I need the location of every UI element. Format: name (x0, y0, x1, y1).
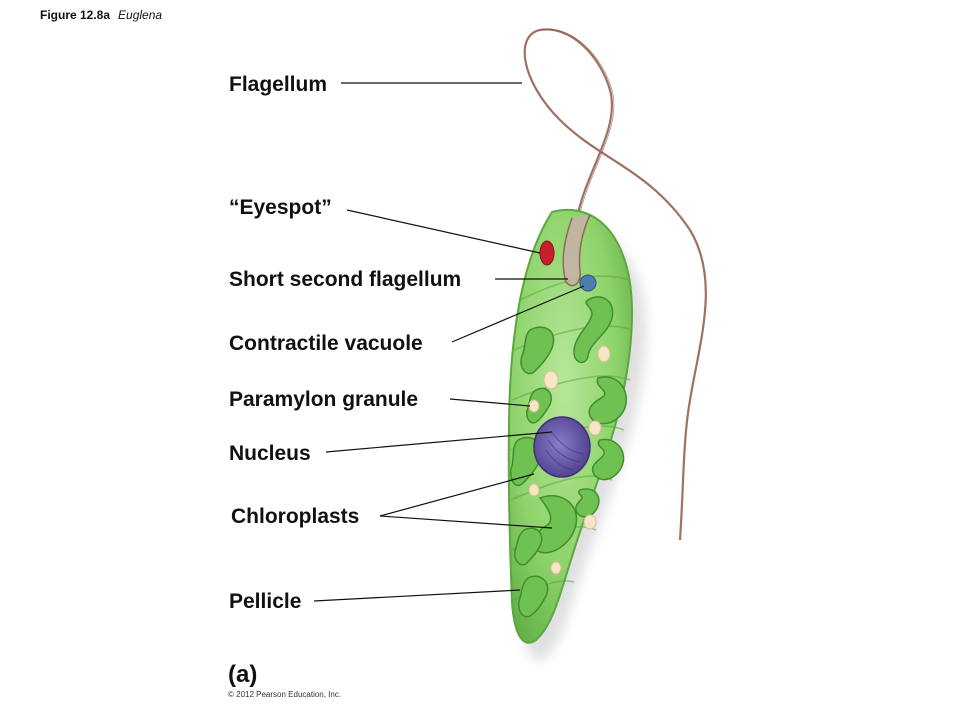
chloroplast (588, 376, 627, 425)
figure-number: Figure 12.8a (40, 8, 111, 22)
paramylon-granule (543, 370, 559, 390)
eyespot-shape (539, 240, 555, 266)
paramylon-granule (528, 483, 540, 497)
label-pellicle: Pellicle (229, 590, 302, 613)
chloroplast (514, 527, 543, 566)
label-short-second-flagellum: Short second flagellum (229, 268, 462, 291)
chloroplast (520, 326, 555, 375)
leader-contractile-vacuole (451, 285, 585, 343)
label-eyespot: “Eyespot” (229, 196, 332, 219)
chloroplast (575, 488, 600, 518)
leader-nucleus (325, 431, 553, 453)
paramylon-granule (597, 345, 611, 363)
copyright-notice: © 2012 Pearson Education, Inc. (228, 690, 342, 699)
contractile-vacuole-shape (579, 274, 597, 292)
chloroplast (573, 296, 614, 364)
panel-label: (a) (228, 661, 258, 688)
label-paramylon-granule: Paramylon granule (229, 388, 419, 411)
figure-title: Euglena (118, 8, 163, 22)
reservoir (562, 214, 591, 287)
paramylon-granule (550, 561, 562, 575)
nucleus-shape (533, 416, 591, 478)
paramylon-granule (588, 420, 602, 436)
paramylon-granule (528, 399, 540, 413)
label-chloroplasts: Chloroplasts (231, 505, 360, 528)
label-contractile-vacuole: Contractile vacuole (229, 332, 423, 355)
paramylon-granules (528, 345, 611, 575)
chloroplast (532, 495, 578, 554)
label-nucleus: Nucleus (229, 442, 311, 465)
leader-eyespot (346, 209, 541, 254)
leader-chloroplasts-1 (379, 473, 535, 517)
leader-pellicle (313, 589, 521, 602)
leader-lines (313, 82, 585, 602)
label-flagellum: Flagellum (229, 73, 328, 96)
leader-paramylon-granule (449, 398, 531, 407)
paramylon-granule (583, 514, 597, 530)
figure-caption: Figure 12.8a Euglena (40, 8, 162, 22)
leader-chloroplasts-2 (379, 515, 553, 529)
chloroplast (518, 575, 549, 618)
flagellum-shape (523, 28, 707, 541)
chloroplast (591, 438, 625, 481)
